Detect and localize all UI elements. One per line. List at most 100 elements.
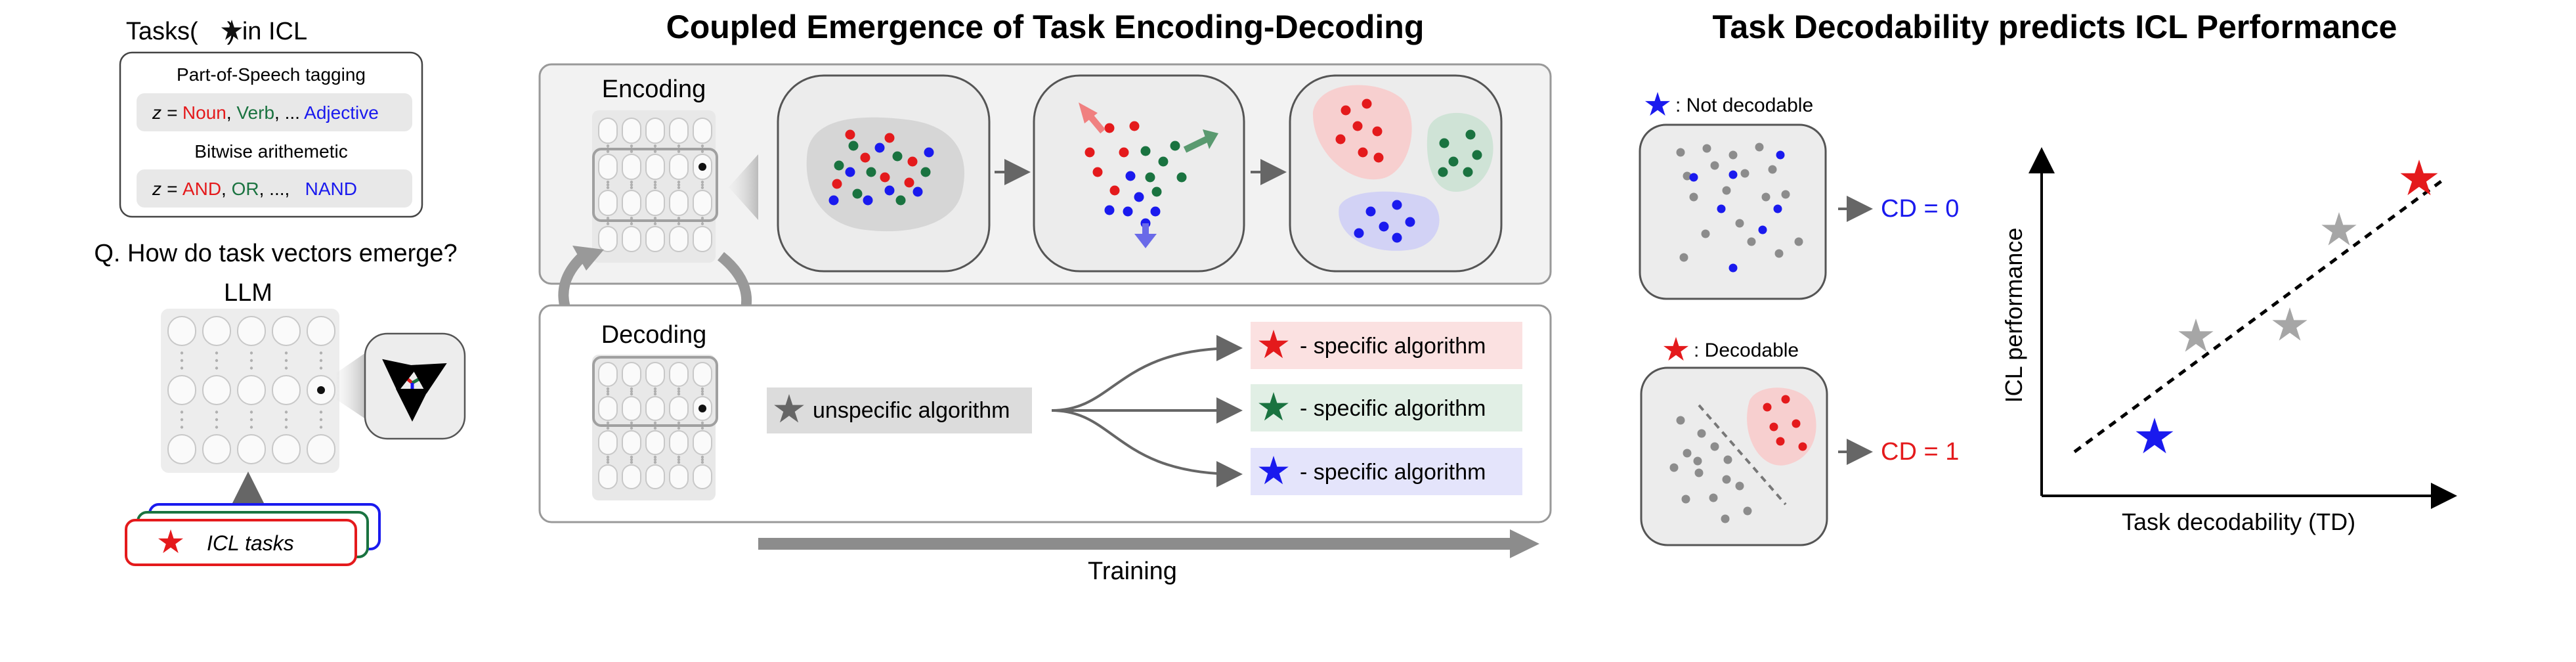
point-dot	[1683, 449, 1692, 458]
neuron-cell	[669, 396, 689, 421]
point-dot	[1145, 172, 1155, 183]
neuron-highlight	[592, 356, 718, 427]
point-dot	[884, 133, 895, 143]
neuron-cell	[693, 430, 712, 455]
point-dot	[1773, 204, 1782, 213]
neuron-connector	[677, 150, 681, 153]
point-dot	[1768, 165, 1777, 174]
point-dot	[1735, 481, 1744, 491]
neuron-connector	[653, 150, 657, 153]
right-panel: Task Decodability predicts ICL Performan…	[1639, 9, 2457, 546]
point-dot	[1781, 395, 1790, 404]
green-specific-label: - specific algorithm	[1300, 396, 1486, 421]
point-dot	[1763, 403, 1772, 412]
encoding-zoom-beam	[729, 154, 758, 220]
neuron-connector	[215, 418, 219, 422]
neuron-cell	[693, 190, 712, 216]
neuron-connector	[284, 410, 288, 414]
point-dot	[1721, 514, 1730, 523]
neuron-connector	[677, 144, 681, 148]
scatter-point-blue	[2136, 418, 2174, 454]
neuron-cell	[622, 396, 641, 421]
cd0-label: CD = 0	[1881, 195, 1959, 223]
neuron-connector	[630, 392, 633, 396]
neuron-cell	[622, 362, 641, 387]
neuron-cell	[598, 118, 618, 144]
llm-neurons	[167, 316, 335, 464]
neuron-connector	[249, 418, 253, 422]
point-dot	[1354, 228, 1364, 238]
neuron-cell	[622, 226, 641, 252]
point-dot	[1681, 495, 1690, 504]
active-neuron-dot	[317, 386, 325, 394]
neuron-connector	[677, 389, 681, 393]
scatter-point-red	[2400, 160, 2438, 196]
neuron-connector	[180, 351, 184, 355]
blue-cluster-region	[1339, 191, 1440, 251]
neuron-cell	[598, 430, 618, 455]
scatter-point-gray-1	[2178, 319, 2214, 352]
neuron-cell	[598, 362, 618, 387]
point-dot	[1448, 156, 1459, 167]
mixed-points	[828, 129, 934, 206]
unspecific-label: unspecific algorithm	[813, 398, 1010, 423]
neuron-connector	[700, 181, 704, 184]
point-dot	[1794, 237, 1803, 246]
neuron-connector	[700, 150, 704, 153]
neuron-cell	[645, 464, 665, 489]
unspecific-box	[767, 387, 1032, 433]
point-dot	[1774, 249, 1784, 258]
neuron-connector	[249, 366, 253, 370]
neuron-connector	[606, 392, 610, 396]
point-dot	[1438, 167, 1448, 177]
point-dot	[1740, 169, 1750, 178]
neuron-cell	[645, 396, 665, 421]
point-dot	[1119, 147, 1129, 158]
neuron-cell	[669, 190, 689, 216]
middle-panel: Coupled Emergence of Task Encoding-Decod…	[538, 9, 1552, 585]
neuron-connector	[215, 366, 219, 370]
point-dot	[1676, 148, 1685, 157]
red-star-icon	[1663, 337, 1689, 361]
neuron-connector	[700, 183, 704, 187]
point-dot	[1776, 150, 1785, 160]
neuron-connector	[606, 458, 610, 462]
neuron-connector	[215, 351, 219, 355]
neuron-connector	[653, 183, 657, 187]
middle-title: Coupled Emergence of Task Encoding-Decod…	[666, 9, 1425, 45]
neuron-connector	[319, 351, 323, 355]
point-dot	[1151, 187, 1162, 197]
point-dot	[1104, 205, 1115, 215]
neuron-connector	[606, 426, 610, 430]
neuron-connector	[319, 418, 323, 422]
red-specific-label: - specific algorithm	[1300, 334, 1486, 359]
neuron-connector	[180, 426, 184, 429]
bitwise-values: z = AND, OR, ..., NAND	[152, 179, 357, 199]
point-dot	[1392, 232, 1402, 243]
point-dot	[1379, 221, 1389, 232]
point-dot	[1084, 147, 1095, 158]
green-direction-arrow	[1183, 136, 1209, 153]
neuron-highlight	[592, 148, 718, 222]
neuron-connector	[606, 455, 610, 459]
decoding-net	[592, 355, 716, 500]
neuron-connector	[700, 421, 704, 425]
neuron-cell	[237, 375, 266, 405]
point-dot	[1405, 217, 1415, 227]
neuron-connector	[319, 359, 323, 363]
neuron-connector	[677, 458, 681, 462]
task-vector-box	[364, 332, 466, 440]
neuron-connector	[606, 150, 610, 153]
point-dot	[1352, 121, 1363, 131]
neuron-cell	[645, 430, 665, 455]
neuron-connector	[677, 460, 681, 464]
neuron-cell	[272, 316, 301, 346]
point-dot	[848, 141, 859, 151]
red-specific-box	[1251, 322, 1522, 369]
point-dot	[834, 160, 844, 171]
neuron-connector	[677, 222, 681, 225]
pos-title: Part-of-Speech tagging	[177, 64, 366, 85]
neuron-connector	[653, 458, 657, 462]
point-dot	[904, 177, 914, 188]
neuron-connector	[630, 150, 633, 153]
